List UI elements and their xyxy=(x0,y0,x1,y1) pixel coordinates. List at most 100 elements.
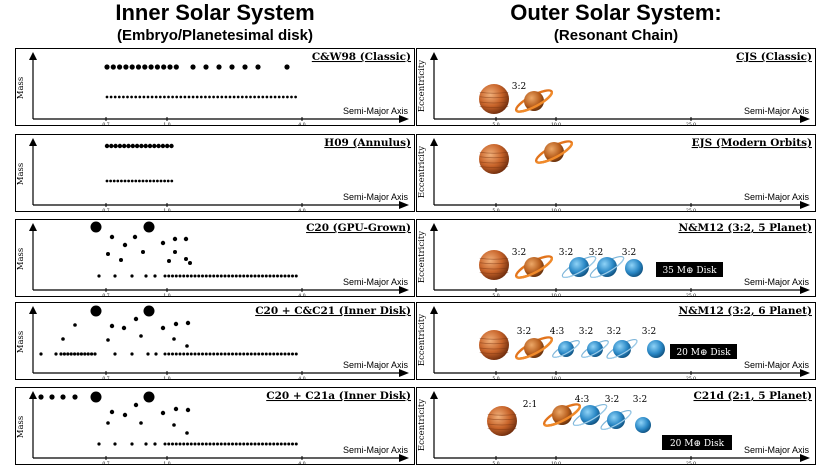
body-dot xyxy=(208,352,212,356)
body-dot xyxy=(119,258,123,262)
y-axis-arrow xyxy=(430,52,438,60)
x-tick-label: 0.7 xyxy=(102,293,109,299)
body-dot xyxy=(245,95,248,99)
y-axis-arrow xyxy=(430,138,438,146)
x-tick-label: 4.0 xyxy=(298,376,305,382)
body-dot xyxy=(62,352,66,356)
body-dot xyxy=(246,442,249,446)
body-dot xyxy=(66,352,70,356)
y-axis-label: Eccentricity xyxy=(417,146,427,198)
body-dot xyxy=(154,352,158,356)
body-dot xyxy=(138,95,142,99)
body-dot xyxy=(190,64,196,70)
body-dot xyxy=(171,352,174,356)
resonance-label: 3:2 xyxy=(607,327,621,337)
x-tick-label: 5.0 xyxy=(492,461,499,467)
body-dot xyxy=(113,143,118,149)
inner-header: Inner Solar System (Embryo/Planetesimal … xyxy=(15,0,415,46)
inner-panel-title: C20 (GPU-Grown) xyxy=(306,222,411,234)
body-dot xyxy=(83,352,87,356)
outer-panel-title: EJS (Modern Orbits) xyxy=(692,137,812,149)
body-dot xyxy=(178,442,182,446)
body-dot xyxy=(189,442,193,446)
body-dot xyxy=(185,407,191,413)
x-axis-arrow xyxy=(800,454,810,462)
body-dot xyxy=(172,337,176,341)
body-dot xyxy=(167,274,171,278)
body-dot xyxy=(238,442,242,446)
body-dot xyxy=(60,394,66,400)
ice-giant-icon xyxy=(647,340,665,358)
body-dot xyxy=(147,143,153,149)
x-axis-arrow xyxy=(399,201,409,209)
body-dot xyxy=(261,95,265,99)
body-dot xyxy=(178,352,182,356)
y-axis-arrow xyxy=(430,306,438,314)
body-dot xyxy=(117,143,123,149)
body-dot xyxy=(171,274,174,278)
inner-panel-border xyxy=(15,387,415,465)
body-dot xyxy=(279,352,283,356)
body-dot xyxy=(216,95,220,99)
x-axis-label: Semi-Major Axis xyxy=(343,445,409,455)
body-dot xyxy=(172,236,178,242)
body-dot xyxy=(223,274,227,278)
body-dot xyxy=(236,95,240,99)
body-dot xyxy=(167,442,171,446)
body-dot xyxy=(272,274,276,278)
body-dot xyxy=(170,179,174,183)
body-dot xyxy=(268,352,272,356)
body-dot xyxy=(223,442,227,446)
body-dot xyxy=(160,325,166,331)
x-tick-label: 0.7 xyxy=(102,208,109,214)
body-dot xyxy=(291,274,294,278)
jupiter-icon xyxy=(487,406,517,436)
body-dot xyxy=(143,391,155,403)
body-dot xyxy=(257,274,261,278)
y-axis-label: Eccentricity xyxy=(417,314,427,366)
y-axis-arrow xyxy=(430,391,438,399)
body-dot xyxy=(133,402,139,408)
body-dot xyxy=(257,95,261,99)
body-dot xyxy=(273,95,277,99)
body-dot xyxy=(290,95,293,99)
body-dot xyxy=(242,274,246,278)
body-dot xyxy=(201,274,204,278)
body-dot xyxy=(257,442,261,446)
body-dot xyxy=(141,179,145,183)
body-dot xyxy=(279,442,283,446)
inner-panel: C20 + C&C21 (Inner Disk)Semi-Major AxisM… xyxy=(15,302,415,382)
body-dot xyxy=(122,95,125,99)
body-dot xyxy=(199,95,203,99)
y-axis-label: Mass xyxy=(16,248,26,271)
resonance-label: 3:2 xyxy=(633,395,647,405)
body-dot xyxy=(242,442,246,446)
body-dot xyxy=(195,95,199,99)
body-dot xyxy=(201,442,204,446)
disk-label: 20 M⊕ Disk xyxy=(670,439,725,449)
body-dot xyxy=(38,394,44,400)
body-dot xyxy=(287,274,291,278)
body-dot xyxy=(286,95,289,99)
body-dot xyxy=(249,352,253,356)
body-dot xyxy=(228,95,232,99)
body-dot xyxy=(173,406,179,412)
body-dot xyxy=(216,64,222,70)
body-dot xyxy=(109,323,115,329)
body-dot xyxy=(160,143,166,149)
x-axis-label: Semi-Major Axis xyxy=(343,277,409,287)
body-dot xyxy=(212,352,216,356)
body-dot xyxy=(208,274,212,278)
x-tick-label: 10.0 xyxy=(551,376,561,382)
inner-panel-title: C20 + C&C21 (Inner Disk) xyxy=(255,305,411,317)
body-dot xyxy=(212,442,216,446)
y-axis-label: Eccentricity xyxy=(417,399,427,451)
body-dot xyxy=(193,352,197,356)
body-dot xyxy=(172,423,176,427)
body-dot xyxy=(144,274,148,278)
body-dot xyxy=(268,274,272,278)
body-dot xyxy=(163,179,167,183)
body-dot xyxy=(191,95,195,99)
body-dot xyxy=(234,442,238,446)
